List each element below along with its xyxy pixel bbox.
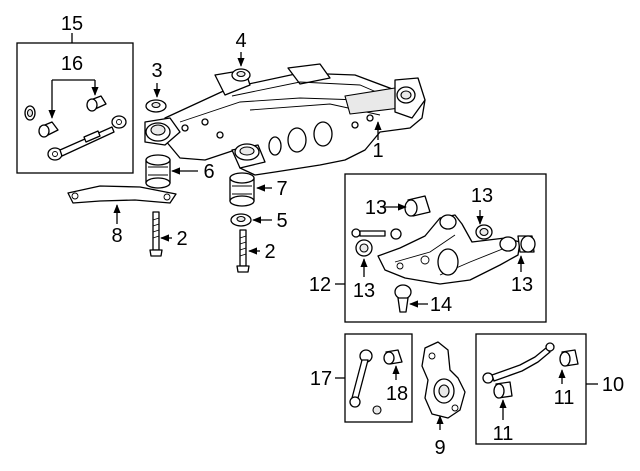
detail-box-10 — [475, 333, 598, 445]
bushing-13-top — [404, 195, 431, 217]
callout-4: 4 — [235, 30, 246, 52]
callout-2-left: 2 — [176, 228, 187, 250]
callout-13-bottom-left: 13 — [353, 280, 375, 302]
lower-control-arm — [377, 214, 521, 285]
callout-18: 18 — [386, 383, 408, 405]
callout-13-top-left: 13 — [365, 197, 387, 219]
callout-5: 5 — [276, 210, 287, 232]
trailing-arm — [482, 342, 555, 384]
bushing-11-right — [559, 349, 579, 367]
callout-11-left: 11 — [493, 423, 514, 445]
knuckle-9 — [421, 341, 466, 430]
callout-17: 17 — [310, 368, 332, 390]
detail-box-12 — [335, 173, 547, 323]
callout-16: 16 — [61, 53, 83, 75]
bushing-small — [24, 105, 36, 121]
detail-box-15 — [16, 33, 134, 174]
mount-washer-3 — [145, 99, 167, 113]
bushing-13-right — [517, 235, 536, 253]
bushing-13-left — [355, 239, 373, 257]
toe-link — [349, 349, 382, 415]
bolt-2-left — [149, 211, 163, 257]
bushing-right — [86, 95, 107, 112]
bushing-left — [38, 121, 59, 138]
crossmember-bushing-6 — [145, 154, 171, 189]
callout-14: 14 — [430, 294, 452, 316]
detail-box-17 — [335, 333, 413, 423]
callout-9: 9 — [434, 437, 445, 459]
mount-washer-4 — [231, 68, 251, 82]
callout-8: 8 — [111, 225, 122, 247]
callout-7: 7 — [276, 178, 287, 200]
arm-bolt — [351, 228, 402, 240]
rear-crossmember — [144, 63, 426, 176]
callout-6: 6 — [203, 161, 214, 183]
callout-11-right: 11 — [554, 387, 575, 409]
callout-13-top-right: 13 — [471, 185, 493, 207]
leader-lines — [113, 52, 382, 255]
bushing-18 — [383, 349, 403, 365]
callout-3: 3 — [151, 60, 162, 82]
callout-1: 1 — [372, 140, 383, 162]
washer-5 — [230, 213, 252, 227]
link-rod — [47, 115, 127, 161]
callout-10: 10 — [602, 374, 624, 396]
callout-12: 12 — [309, 274, 331, 296]
bushing-11-left — [493, 381, 513, 399]
bushing-13-right-top — [475, 224, 493, 240]
crossmember-bushing-7 — [229, 172, 255, 207]
callout-2-right: 2 — [264, 241, 275, 263]
callout-13-bottom-right: 13 — [511, 274, 533, 296]
callout-15: 15 — [61, 13, 83, 35]
brace-8 — [67, 185, 177, 204]
ball-joint-14 — [394, 284, 412, 313]
bolt-2-right — [236, 229, 250, 273]
callout-labels: 15 16 3 4 1 6 7 5 2 2 8 13 13 12 13 13 1… — [61, 13, 624, 459]
